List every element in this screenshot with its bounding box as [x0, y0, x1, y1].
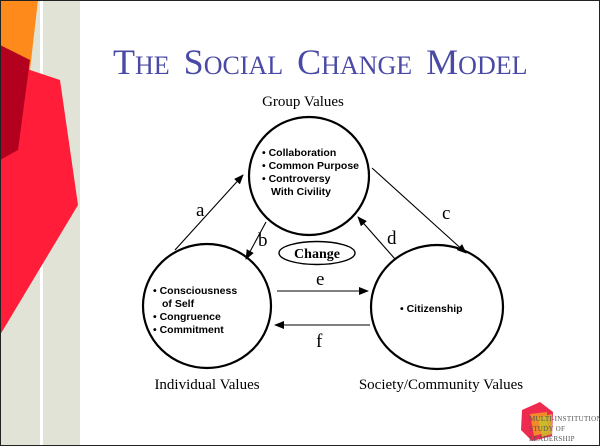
society-item-1: • Citizenship — [400, 303, 463, 315]
individual-values-circle — [141, 242, 273, 370]
arrow-b — [245, 221, 267, 260]
individual-item-1: • Consciousness — [153, 285, 237, 297]
title-rest-1: HE — [135, 51, 170, 80]
society-values-circle — [369, 243, 505, 371]
slide-title: THE SOCIAL CHANGE MODEL — [113, 42, 528, 82]
change-label: Change — [294, 247, 340, 262]
group-item-1: • Collaboration — [262, 147, 336, 159]
msl-logo: MULTI-INSTITUTIONAL STUDY OF LEADERSHIP — [521, 402, 600, 443]
group-item-4: With Civility — [271, 186, 331, 198]
logo-line-2: STUDY OF — [529, 425, 565, 433]
dark-red-accent-shape — [0, 45, 30, 160]
individual-values-caption: Individual Values — [154, 377, 259, 393]
group-item-2: • Common Purpose — [262, 160, 359, 172]
arrow-label-b: b — [258, 230, 268, 251]
title-initial-2: S — [184, 42, 204, 82]
arrow-label-e: e — [316, 269, 324, 290]
arrow-label-f: f — [316, 331, 323, 352]
logo-yellow-shape — [538, 414, 552, 437]
group-item-3: • Controversy — [262, 173, 331, 185]
title-initial-3: C — [297, 42, 321, 82]
group-values-circle — [247, 115, 371, 237]
logo-line-3: LEADERSHIP — [529, 435, 575, 443]
individual-item-2: of Self — [162, 298, 195, 310]
individual-values-list: • Consciousness of Self • Congruence • C… — [153, 285, 240, 336]
society-values-caption: Society/Community Values — [359, 377, 523, 393]
title-rest-2: OCIAL — [204, 51, 283, 80]
logo-line-1: MULTI-INSTITUTIONAL — [529, 415, 600, 423]
title-rest-4: ODEL — [458, 51, 527, 80]
arrow-label-d: d — [387, 228, 397, 249]
arrow-label-a: a — [196, 200, 205, 221]
title-initial-4: M — [426, 42, 458, 82]
group-values-caption: Group Values — [262, 94, 344, 110]
individual-item-3: • Congruence — [153, 311, 221, 323]
arrow-d — [357, 216, 396, 260]
arrow-c — [371, 167, 467, 254]
individual-item-4: • Commitment — [153, 324, 224, 336]
arrow-a — [174, 174, 244, 251]
title-initial-1: T — [113, 42, 135, 82]
arrow-label-c: c — [442, 203, 450, 224]
group-values-list: • Collaboration • Common Purpose • Contr… — [262, 147, 362, 198]
change-oval — [278, 240, 356, 266]
title-rest-3: HANGE — [321, 51, 412, 80]
